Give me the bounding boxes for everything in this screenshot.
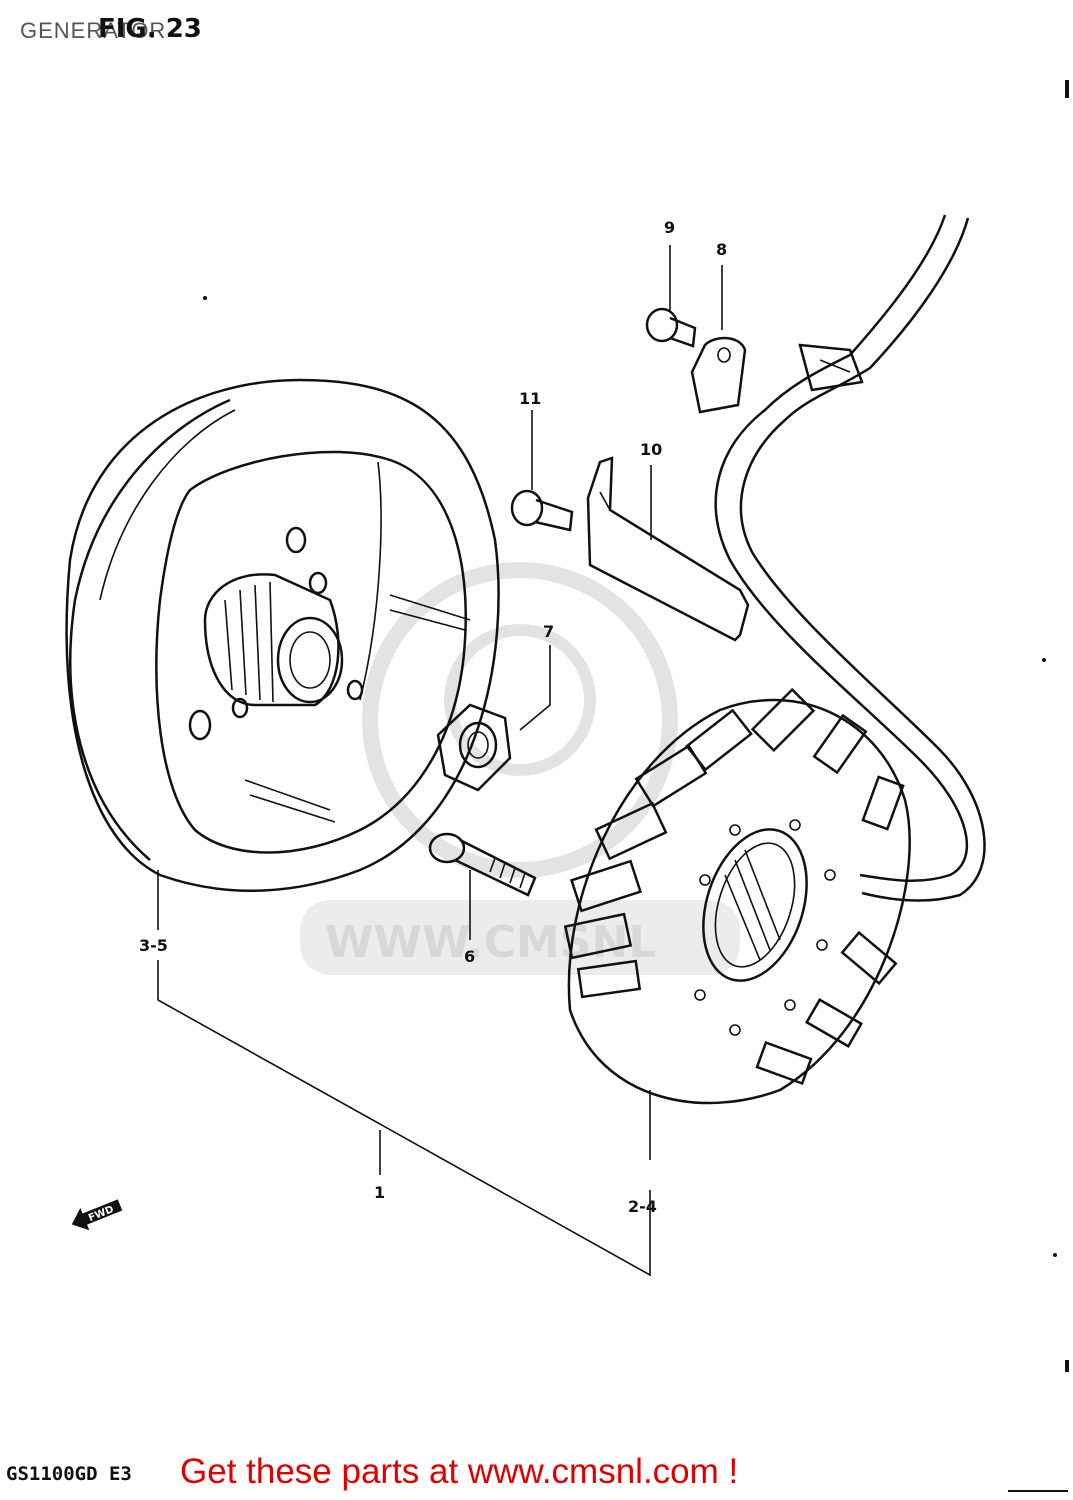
leader-lines (157, 245, 723, 1277)
callout-3-5: 3-5 (139, 936, 168, 955)
model-code: GS1100GD E3 (6, 1463, 132, 1485)
callout-10: 10 (640, 440, 662, 459)
nut (436, 703, 512, 792)
figure-label: FIG. 23 (98, 14, 202, 44)
buy-parts-link[interactable]: Get these parts at www.cmsnl.com ! (180, 1452, 739, 1491)
screw (510, 489, 574, 532)
page-title: GENERATOR (20, 18, 167, 43)
wire-clamp (690, 336, 747, 414)
callout-6: 6 (464, 947, 475, 966)
cover-plate (586, 456, 750, 642)
watermark-logo: WWW.CMSNL (300, 562, 740, 975)
wiring-harness (714, 214, 986, 902)
callout-7: 7 (543, 622, 554, 641)
callout-9: 9 (664, 218, 675, 237)
callout-11: 11 (519, 389, 541, 408)
clamp-bolt (645, 307, 697, 348)
rotor-flywheel (65, 378, 500, 892)
stator (563, 687, 911, 1105)
scan-specks (203, 80, 1069, 1492)
callouts: 1 2-4 3-5 6 7 8 9 10 11 (139, 218, 727, 1216)
forward-arrow-icon: FWD (71, 1199, 123, 1231)
rotor-bolt (428, 832, 537, 897)
callout-1: 1 (374, 1183, 385, 1202)
callout-8: 8 (716, 240, 727, 259)
watermark-text: WWW.CMSNL (325, 917, 656, 968)
callout-2-4: 2-4 (628, 1197, 657, 1216)
